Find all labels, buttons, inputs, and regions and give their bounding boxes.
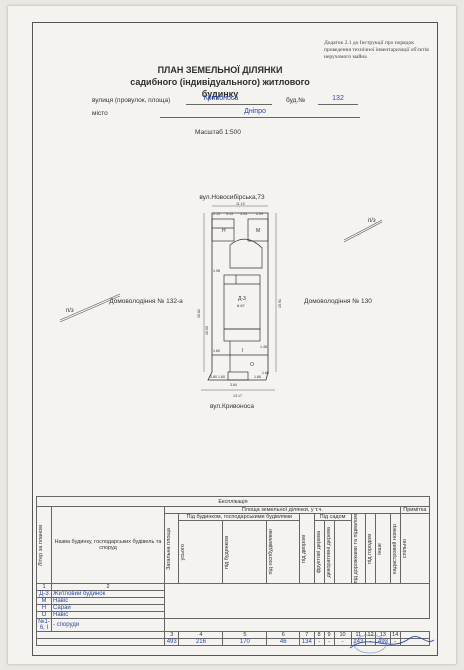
street-value: Кривоноса	[203, 95, 239, 102]
title-line-1: ПЛАН ЗЕМЕЛЬНОЇ ДІЛЯНКИ	[157, 65, 283, 75]
col-yard: під двором	[301, 534, 308, 563]
num-6: 6	[266, 631, 301, 640]
row-name-3: Навіс	[51, 611, 165, 620]
val-built-total: 216	[178, 638, 224, 647]
city-value: Дніпро	[244, 108, 266, 115]
outbuilding-n-m	[211, 218, 269, 269]
col-built-group: Під будинком, господарськими будівлями	[178, 513, 301, 521]
dim-bottom-width: 13.17	[233, 394, 242, 398]
col-decor: декоративні дерева	[325, 527, 332, 578]
dim-top-width: 11.10	[236, 202, 245, 206]
south-neighbor-label: вул.Кривоноса	[210, 403, 254, 410]
dim-bl2: 1.60	[218, 375, 225, 379]
dim-tl2: 3.15	[226, 212, 233, 216]
col-total: Загальна площа	[166, 527, 172, 570]
street-label: вулиця (провулок, площа)	[92, 97, 171, 104]
val-kadastr: -	[389, 638, 401, 647]
dim-right-height: 15.91	[278, 299, 282, 308]
num-4: 4	[178, 631, 224, 640]
document-title: ПЛАН ЗЕМЕЛЬНОЇ ДІЛЯНКИ садибного (індиві…	[120, 64, 320, 100]
row-letter-0: Д-3	[36, 590, 52, 599]
col-under-outbuild: під госпбудівлями	[268, 529, 275, 575]
col-other: інше	[377, 542, 384, 555]
dim-mid2: 1.60	[213, 349, 220, 353]
label-m: М	[256, 228, 260, 234]
pz-right-arrow: п/з	[343, 218, 383, 243]
row-name-4: - споруди	[51, 618, 165, 633]
house-underline	[318, 104, 358, 105]
title-line-2: садибного (індивідуального) житлового бу…	[130, 77, 310, 99]
val-roads: 143	[350, 638, 367, 647]
street-underline	[186, 104, 272, 105]
val-fruit: -	[313, 638, 325, 647]
house-label: буд.№	[286, 97, 306, 104]
city-label: місто	[92, 110, 108, 117]
east-neighbor-label: Домоволодіння № 130	[304, 297, 372, 305]
signature-stamp	[349, 634, 435, 654]
row-name-2: Сарай	[51, 604, 165, 613]
label-house: Д-3	[238, 296, 246, 302]
val-under-outbuild: 46	[266, 638, 301, 647]
col-jointly: спільно	[401, 539, 408, 559]
dim-bl4: 1.66	[254, 375, 261, 379]
num-7: 7	[299, 631, 315, 640]
num-8: 8	[313, 631, 325, 640]
dim-tl4: 2.09	[256, 212, 263, 216]
row-letter-1: М	[36, 597, 52, 606]
col-area-group: Площа земельної ділянки, у т.ч.	[164, 506, 401, 514]
dim-bl5: 1.60	[262, 371, 269, 375]
col-fruit: фруктові дерева	[315, 531, 322, 574]
dim-mid1: 1.98	[213, 269, 220, 273]
col-under-house: під будинком	[224, 535, 231, 569]
dim-bl1: 0.80	[210, 375, 217, 379]
label-n: Н	[222, 228, 226, 234]
page-frame	[32, 22, 438, 656]
label-o: О	[250, 362, 254, 368]
dim-tl1: 2.13	[213, 212, 220, 216]
row-letter-4: №1-6, І	[36, 618, 52, 633]
col-letter: Літер за планом	[38, 524, 44, 566]
val-total: 493	[163, 638, 180, 647]
dim-mid4: 1.48	[260, 345, 267, 349]
pz-left-label: п/з	[66, 308, 74, 314]
col-veg: під городом	[367, 533, 374, 564]
header-num-2: 2	[51, 583, 165, 592]
dim-bl3: 3.84	[230, 383, 237, 387]
col-built-total: усього	[180, 544, 187, 561]
val-yard: 134	[299, 638, 315, 647]
row-letter-3: О	[36, 611, 52, 620]
explication-table: Експлікація Літер за планом Назва будинк…	[36, 496, 431, 647]
pz-right-label: п/з	[368, 218, 376, 224]
num-5: 5	[222, 631, 268, 640]
col-garden-group: Під садом	[313, 513, 352, 521]
plot-outline	[201, 205, 277, 391]
house-block	[223, 274, 261, 342]
dim-left-height: 15.82	[197, 309, 201, 318]
col-kadastr: кадастровий номер	[391, 523, 398, 574]
col-roads: під дорожками та підвалом	[352, 514, 359, 584]
pz-left-arrow: п/з	[59, 293, 121, 323]
label-house-area: 6.67	[237, 303, 246, 308]
house-value: 132	[332, 95, 344, 102]
yard-block	[212, 341, 268, 381]
scale-label: Масштаб 1:500	[195, 129, 241, 136]
col-note: Примітка	[399, 506, 431, 514]
row-name-0: Житловий будинок	[51, 590, 165, 599]
label-yard: I	[242, 348, 243, 354]
dim-mid3: 10.00	[205, 326, 209, 335]
row-name-1: Навіс	[51, 597, 165, 606]
dim-tl3: 3.05	[240, 212, 247, 216]
num-3: 3	[163, 631, 180, 640]
row-letter-2: Н	[36, 604, 52, 613]
val-under-house: 170	[222, 638, 268, 647]
west-neighbor-label: Домоволодіння № 132-а	[109, 297, 183, 305]
explication-title: Експлікація	[36, 496, 430, 507]
col-name: Назва будинку, господарських будівель та…	[51, 505, 165, 585]
city-underline	[160, 117, 360, 118]
appendix-note: Додаток 2.1 до Інструкції про порядок пр…	[324, 40, 429, 60]
header-num-1: 1	[36, 583, 52, 592]
north-neighbor-label: вул.Новосибірська,73	[199, 193, 265, 201]
